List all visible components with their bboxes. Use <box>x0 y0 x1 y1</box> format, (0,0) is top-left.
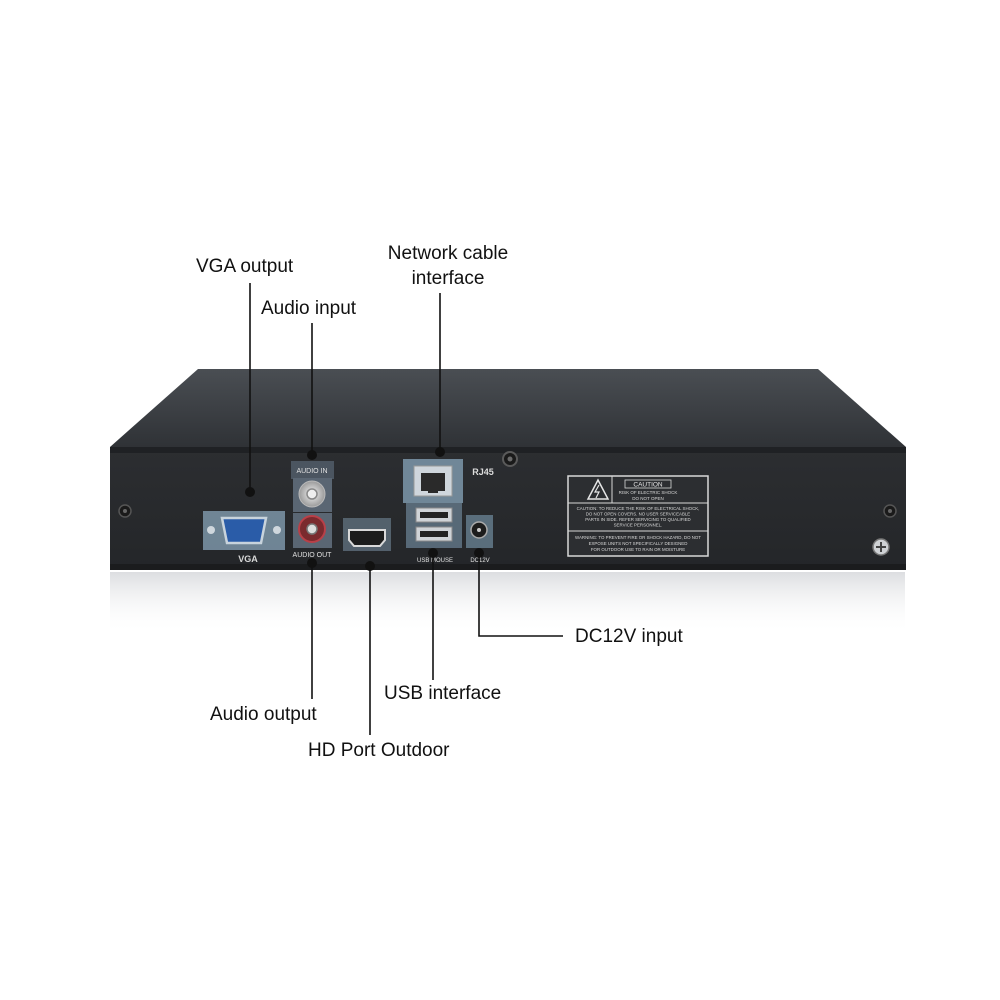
dc-panel-label: DC12V <box>470 558 489 564</box>
caution-text-1-line: PARTS IN SIDE. REFER SERVICING TO QUALIF… <box>585 517 690 522</box>
usb-interface-callout: USB interface <box>384 683 502 704</box>
usb-panel-label: USB MOUSE <box>417 558 453 564</box>
dc-callout-dot <box>474 548 484 558</box>
screw-icon <box>883 504 897 518</box>
warning-triangle-icon <box>586 478 610 500</box>
vga-output-callout: VGA output <box>196 256 294 277</box>
floor-reflection <box>110 572 905 634</box>
network-callout-line-2: interface <box>411 268 485 289</box>
caution-text-1-line: SERVICE PERSONNEL. <box>614 523 663 528</box>
rj45-port-icon <box>403 459 463 503</box>
audio-in-panel-label: AUDIO IN <box>296 468 327 475</box>
dc-power-port-icon <box>466 515 493 548</box>
audio-out-port-icon <box>293 513 332 548</box>
caution-text-1-line: DO NOT OPEN COVERS. NO USER SERVICEABLE <box>586 512 691 517</box>
caution-text-2-line: FOR OUTDOOR USE TO RAIN OR MOISTURE <box>591 547 685 552</box>
rj45-panel-label: RJ45 <box>472 467 494 477</box>
caution-text-2-line: EXPOSE UNITS NOT SPECIFICALLY DESIGNED <box>589 541 688 546</box>
audio-output-callout: Audio output <box>210 704 317 725</box>
network-cable-callout: Network cable interface <box>378 241 518 291</box>
hd-port-callout-dot <box>365 561 375 571</box>
usb-port-icon <box>406 503 462 548</box>
dc-leader-line <box>478 553 563 637</box>
callout-lines <box>249 283 563 735</box>
audio-in-callout-dot <box>307 450 317 460</box>
chassis-top <box>110 369 906 447</box>
caution-shock-line-2: DO NOT OPEN <box>632 496 663 501</box>
dc12v-input-callout: DC12V input <box>575 626 683 647</box>
audio-out-panel-label: AUDIO OUT <box>293 552 333 559</box>
vga-panel-label: VGA <box>238 554 258 564</box>
network-callout-line-1: Network cable <box>387 243 509 264</box>
hd-port-outdoor-callout: HD Port Outdoor <box>308 740 450 761</box>
caution-label: CAUTION RISK OF ELECTRIC SHOCK DO NOT OP… <box>567 475 709 557</box>
audio-input-callout: Audio input <box>261 298 357 319</box>
caution-text-2-line: WARNING: TO PREVENT FIRE OR SHOCK HAZARD… <box>575 535 701 540</box>
screw-icon <box>118 504 132 518</box>
hdmi-port-icon <box>343 518 391 551</box>
vga-callout-dot <box>245 487 255 497</box>
caution-text-1-line: CAUTION: TO REDUCE THE RISK OF ELECTRICA… <box>577 506 700 511</box>
callout-dots <box>245 447 484 571</box>
audio-in-port-icon <box>293 478 332 512</box>
screw-icon <box>502 451 518 467</box>
usb-callout-dot <box>428 548 438 558</box>
caution-shock-line-1: RISK OF ELECTRIC SHOCK <box>619 490 678 495</box>
vga-port-icon <box>203 511 285 550</box>
network-callout-dot <box>435 447 445 457</box>
audio-out-callout-dot <box>307 558 317 568</box>
ground-terminal-icon <box>872 538 890 556</box>
caution-title: CAUTION <box>633 482 663 489</box>
